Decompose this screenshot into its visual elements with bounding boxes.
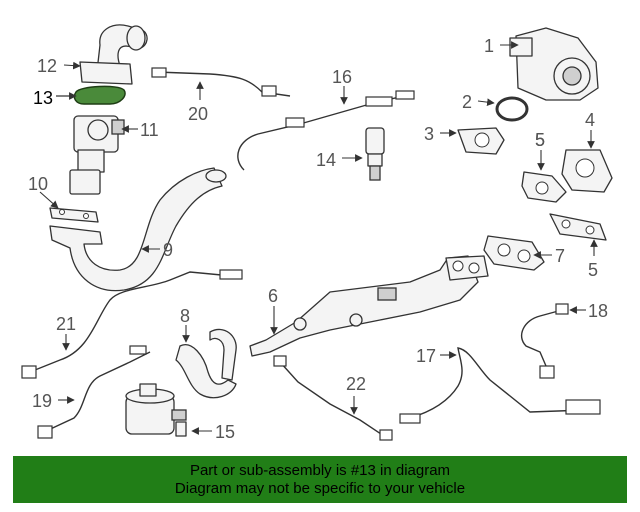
callout-2: 2 xyxy=(462,92,472,112)
part-4-flange xyxy=(561,149,613,193)
callout-18: 18 xyxy=(588,301,608,321)
callout-11: 11 xyxy=(140,120,159,140)
callout-1: 1 xyxy=(484,36,494,56)
callout-5a: 5 xyxy=(535,130,545,150)
part-15-solenoid-valve xyxy=(125,383,187,437)
callout-13: 13 xyxy=(33,88,53,108)
part-16-sensor-cable xyxy=(237,90,415,171)
callout-6: 6 xyxy=(268,286,278,306)
callout-7: 7 xyxy=(555,246,565,266)
part-6-egr-cooler xyxy=(249,255,489,357)
part-5-gasket-right xyxy=(549,213,607,241)
part-11-egr-valve xyxy=(69,115,125,195)
callout-5b: 5 xyxy=(535,130,545,150)
callout-20: 20 xyxy=(188,104,208,124)
part-5-gasket-upper xyxy=(521,171,567,203)
callout-9: 9 xyxy=(163,240,173,260)
callout-21: 21 xyxy=(56,314,76,334)
callout-19: 19 xyxy=(32,391,52,411)
part-21-sensor-harness xyxy=(21,269,243,379)
part-12-elbow-pipe xyxy=(79,24,148,85)
callout-5c: 5 xyxy=(588,260,598,280)
part-17-sensor-cable xyxy=(399,347,601,424)
part-1-throttle-body xyxy=(509,27,599,101)
part-7-gasket xyxy=(483,235,545,271)
callout-10: 10 xyxy=(28,174,48,194)
exploded-parts-diagram: 12 13 11 10 9 20 16 xyxy=(21,24,613,442)
callout-16: 16 xyxy=(332,67,352,87)
part-10-gasket xyxy=(49,207,99,223)
part-8-hose xyxy=(175,328,237,399)
callout-8: 8 xyxy=(180,306,190,326)
part-14-sensor xyxy=(365,127,385,181)
callout-12: 12 xyxy=(37,56,57,76)
callout-4: 4 xyxy=(585,110,595,130)
part-22-sensor-cable xyxy=(273,355,393,441)
part-18-sensor xyxy=(521,303,569,379)
callout-22: 22 xyxy=(346,374,366,394)
banner-line-2: Diagram may not be specific to your vehi… xyxy=(174,480,466,497)
banner-line-1: Part or sub-assembly is #13 in diagram xyxy=(189,462,451,479)
callout-14: 14 xyxy=(316,150,336,170)
callout-3: 3 xyxy=(424,124,434,144)
callout-17: 17 xyxy=(416,346,436,366)
part-20-sensor-harness xyxy=(151,67,291,97)
part-2-o-ring xyxy=(495,96,529,122)
part-13-gasket-highlighted xyxy=(73,85,126,105)
callout-15: 15 xyxy=(215,422,235,442)
part-9-egr-tube xyxy=(49,167,227,292)
part-info-banner: Part or sub-assembly is #13 in diagram D… xyxy=(13,456,627,503)
part-19-sensor-harness xyxy=(37,345,151,439)
part-3-gasket xyxy=(457,127,505,155)
